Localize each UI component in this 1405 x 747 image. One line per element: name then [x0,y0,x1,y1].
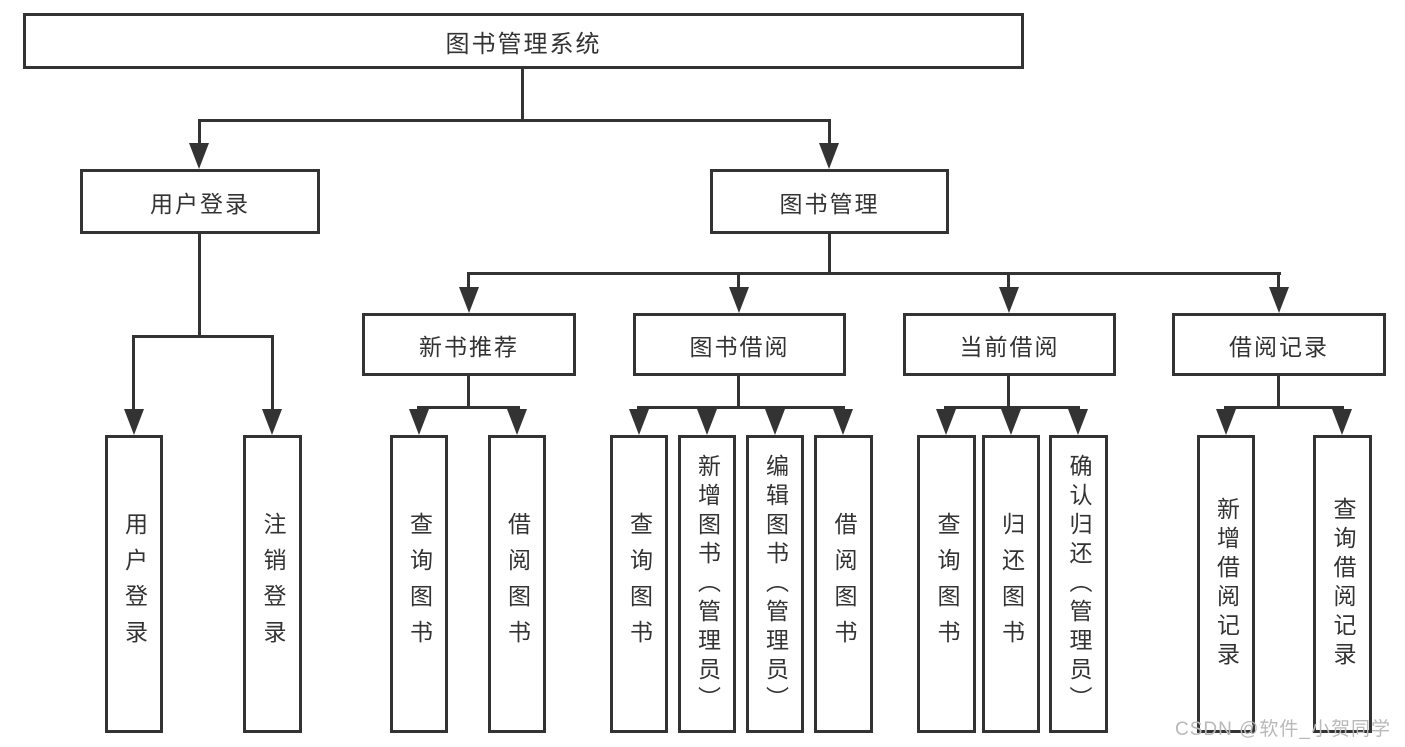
arrow-down-icon [819,143,839,169]
arrow-down-icon [1332,409,1352,435]
arrow-down-icon [189,143,209,169]
connector-user-login-stem [198,234,201,335]
connector-stem [467,376,470,409]
arrow-down-icon [1216,409,1236,435]
arrow-down-icon [936,409,956,435]
arrow-down-icon [999,287,1019,313]
leaf-query-books-recommend: 查询图书 [390,435,448,733]
connector-junction [417,406,520,409]
leaf-return-books: 归还图书 [982,435,1040,733]
leaf-confirm-return-admin: 确认归还（管理员） [1049,435,1108,733]
node-label: 新增图书（管理员） [694,453,721,715]
arrow-down-icon [262,409,282,435]
connector-drop-level3 [737,272,740,290]
node-label: 借阅记录 [1229,333,1329,360]
node-user-login: 用户登录 [80,169,320,234]
node-borrow-records: 借阅记录 [1172,313,1386,376]
arrow-down-icon [1269,287,1289,313]
connector-book-mgmt-stem [828,234,831,275]
node-label: 注销登录 [260,512,286,656]
node-root: 图书管理系统 [23,13,1024,69]
connector-root-junction [198,119,831,122]
connector-junction [1224,406,1344,409]
connector-stem [737,376,740,409]
connector-drop-level3 [1277,272,1280,290]
connector-stem [1277,376,1280,409]
node-label: 图书管理系统 [445,30,602,58]
leaf-add-books-admin: 新增图书（管理员） [678,435,736,733]
leaf-logout-login: 注销登录 [243,435,302,733]
arrow-down-icon [765,409,785,435]
node-label: 新增借阅记录 [1213,497,1240,671]
connector-drop-user-login [198,119,201,146]
node-book-borrow: 图书借阅 [633,313,846,376]
connector-junction [944,406,1080,409]
leaf-borrow-books: 借阅图书 [814,435,873,733]
leaf-query-books-borrow: 查询图书 [610,435,668,733]
node-label: 查询图书 [406,512,433,656]
node-label: 用户登录 [150,190,250,217]
node-label: 确认归还（管理员） [1066,453,1092,715]
node-label: 借阅图书 [831,512,857,656]
connector-drop-leaf [271,335,274,412]
node-label: 查询借阅记录 [1330,497,1356,671]
connector-root-stem [521,68,524,119]
arrow-down-icon [629,409,649,435]
node-label: 借阅图书 [504,512,531,656]
node-book-management: 图书管理 [710,169,949,234]
connector-user-login-junction [132,335,274,338]
leaf-query-borrow-record: 查询借阅记录 [1313,435,1372,733]
node-new-book-recommend: 新书推荐 [362,313,576,376]
arrow-down-icon [124,409,144,435]
connector-book-mgmt-junction [467,272,1281,275]
arrow-down-icon [459,287,479,313]
node-label: 图书借阅 [689,333,790,360]
arrow-down-icon [833,409,853,435]
arrow-down-icon [409,409,429,435]
connector-drop-level3 [467,272,470,290]
csdn-watermark: CSDN @软件_小贺同学 [1175,719,1391,740]
arrow-down-icon [507,409,527,435]
node-label: 当前借阅 [959,333,1060,360]
node-label: 编辑图书（管理员） [762,453,789,715]
leaf-edit-books-admin: 编辑图书（管理员） [746,435,804,733]
arrow-down-icon [1068,409,1088,435]
arrow-down-icon [697,409,717,435]
node-label: 图书管理 [779,190,880,217]
node-label: 用户登录 [121,512,148,656]
leaf-borrow-books-recommend: 借阅图书 [488,435,546,733]
node-label: 新书推荐 [419,333,519,360]
leaf-user-login: 用户登录 [105,435,163,733]
connector-drop-book-mgmt [828,119,831,146]
arrow-down-icon [729,287,749,313]
arrow-down-icon [1001,409,1021,435]
connector-drop-leaf [132,335,135,412]
node-label: 查询图书 [626,512,653,656]
node-label: 查询图书 [934,512,960,656]
connector-drop-level3 [1007,272,1010,290]
connector-stem [1007,376,1010,409]
node-current-borrow: 当前借阅 [903,313,1116,376]
leaf-add-borrow-record: 新增借阅记录 [1197,435,1255,733]
node-label: 归还图书 [998,512,1025,656]
connector-junction [637,406,845,409]
leaf-query-books-current: 查询图书 [917,435,976,733]
